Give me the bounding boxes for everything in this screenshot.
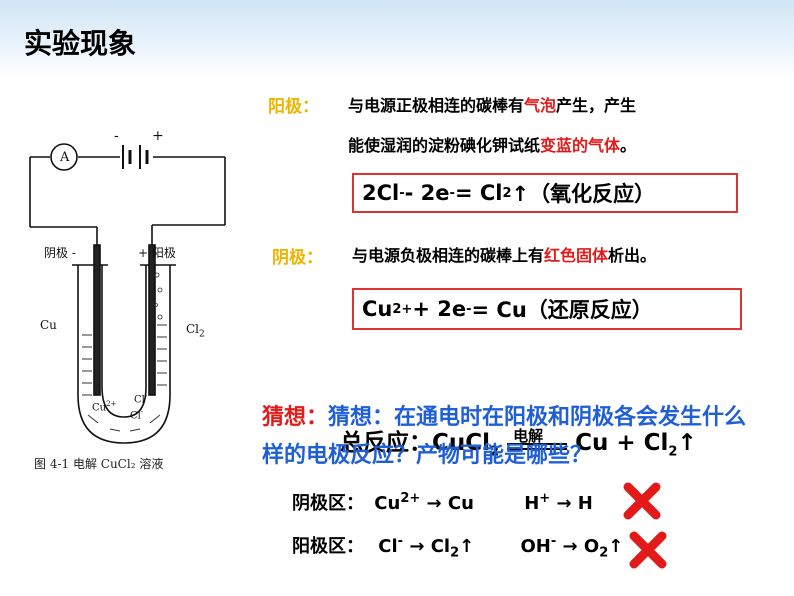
cathode-label: 阴极：	[272, 248, 323, 268]
ammeter-label: A	[60, 150, 70, 165]
overall-reaction: 总反应：CuCl2 电解 Cu + Cl2↑	[340, 427, 697, 460]
header-band	[0, 0, 794, 78]
electrolysis-diagram	[29, 143, 226, 444]
anode-line-2: 能使湿润的淀粉碘化钾试纸变蓝的气体。	[348, 136, 637, 155]
diagram-cathode-label: 阴极 -	[44, 246, 76, 260]
anode-zone-row: 阳极区： Cl- → Cl2↑ OH- → O2↑	[292, 534, 624, 561]
cathode-zone-row: 阴极区： Cu2+ → Cu H+ → H	[292, 491, 593, 514]
cross-mark-icon	[629, 531, 667, 569]
diagram-caption: 图 4-1 电解 CuCl₂ 溶液	[34, 457, 164, 471]
cathode-line-1: 与电源负极相连的碳棒上有红色固体析出。	[352, 246, 657, 265]
guess-line-2: 样的电极反应？产物可能是哪些？	[262, 443, 593, 468]
positive-terminal: +	[152, 128, 164, 144]
page-title: 实验现象	[24, 27, 137, 60]
anode-line-1: 与电源正极相连的碳棒有气泡产生，产生	[348, 96, 637, 115]
diagram-cl-ion-2: Cl-	[130, 408, 144, 422]
diagram-cl-ion-1: Cl-	[134, 392, 148, 406]
anode-label: 阳极：	[268, 97, 319, 117]
negative-terminal: -	[114, 128, 119, 144]
ammeter-circle	[50, 143, 78, 171]
electrolysis-condition: 电解	[513, 427, 544, 445]
cross-mark-icon	[623, 482, 661, 520]
diagram-cu-label: Cu	[40, 318, 57, 332]
diagram-cu-ion: Cu2+	[92, 400, 117, 414]
diagram-cl2-label: Cl2	[186, 322, 205, 340]
guess-line-1: 猜想：在通电时在阳极和阴极各会发生什么	[328, 405, 747, 430]
diagram-anode-label: + 阳极	[138, 246, 176, 260]
guess-text: 猜想：猜想：在通电时在阳极和阴极各会发生什么 样的电极反应？产物可能是哪些？	[262, 405, 747, 468]
